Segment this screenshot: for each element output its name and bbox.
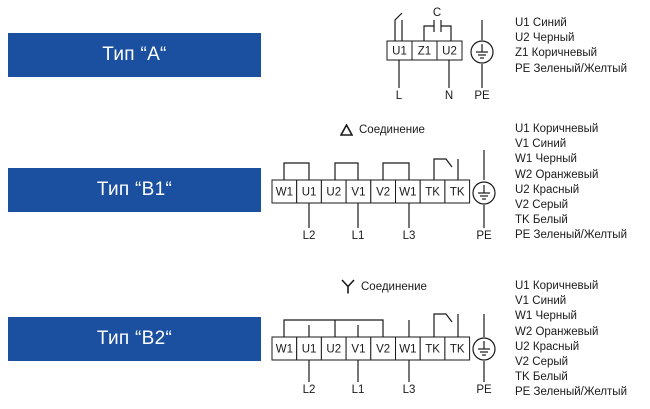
wire-legend-item: V2 Серый [515, 199, 569, 212]
jumper-v2-w1 [382, 162, 410, 180]
wire-legend-item: U2 Красный [515, 340, 580, 353]
star-symbol-icon [341, 279, 355, 294]
wire-legend-b1: U1 Коричневый V1 Синий W1 Черный W2 Оранжев… [515, 122, 627, 244]
terminal-label: U1 [302, 344, 317, 356]
capacitor-symbol [423, 20, 452, 42]
lead-label-l: L [396, 90, 403, 102]
terminal-label: U1 [392, 46, 407, 58]
capacitor-label: C [433, 7, 441, 19]
wire-legend-item: U1 Коричневый [515, 280, 599, 292]
terminal: U2 [320, 336, 347, 361]
terminal: U1 [386, 40, 413, 61]
terminal-label: TK [450, 187, 465, 199]
wire-legend-item: Z1 Коричневый [515, 47, 598, 60]
terminal: W1 [395, 179, 421, 204]
wire-legend-item: V1 Синий [515, 295, 567, 308]
terminal: W1 [271, 179, 298, 204]
terminal: W1 [271, 336, 298, 361]
wire-legend-item: U2 Черный [515, 32, 575, 45]
terminal: TK [419, 179, 446, 204]
lead-label-l2: L2 [303, 384, 316, 396]
thermal-contact-symbol [433, 158, 459, 180]
terminal-label: V2 [376, 187, 390, 199]
terminal: U2 [436, 40, 463, 61]
terminal-label: V2 [376, 344, 390, 356]
jumper-w1-u1 [283, 162, 310, 180]
diagram-a: C U1 Z1 U2 L N PE [386, 7, 494, 102]
star-connection-label: Соединение [361, 280, 427, 293]
wire-legend-item: PE Зеленый/Желтый [515, 62, 627, 75]
switch-symbol [394, 12, 403, 42]
diagram-b2: W1 U1 U2 V1 V2 W1 TK TK L2 L1 L3 PE [271, 313, 496, 396]
delta-connection-label: Соединение [359, 124, 425, 136]
terminal: TK [444, 336, 471, 361]
terminal-label: Z1 [418, 46, 431, 58]
lead-label-pe: PE [476, 384, 492, 396]
terminal: U2 [320, 179, 347, 204]
terminal-label: W1 [399, 187, 416, 199]
wire-legend-a: U1 Синий U2 Черный Z1 Коричневый PE Зеленый… [515, 16, 627, 77]
terminal-label: V1 [351, 344, 365, 356]
wire-legend-item: V2 Серый [515, 356, 569, 369]
wire-legend-item: W2 Оранжевый [515, 325, 599, 338]
wire-legend-item: TK Белый [515, 214, 568, 227]
ground-icon [472, 181, 496, 205]
terminal-label: U2 [326, 344, 341, 356]
star-bridge [283, 319, 384, 337]
terminal-label: W1 [276, 187, 293, 199]
terminal-label: TK [425, 344, 440, 356]
terminal-label: TK [425, 187, 440, 199]
terminal: V1 [345, 179, 372, 204]
lead-label-l3: L3 [403, 230, 416, 242]
wire-legend-item: PE Зеленый/Желтый [515, 386, 627, 399]
wire-legend-item: TK Белый [515, 371, 568, 384]
lead-label-l3: L3 [403, 384, 416, 396]
terminal: V2 [370, 336, 396, 361]
terminal-label: TK [450, 344, 465, 356]
wire-legend-b2: U1 Коричневый V1 Синий W1 Черный W2 Оранжев… [515, 279, 627, 401]
wire-legend-item: U1 Коричневый [515, 123, 599, 135]
lead-label-pe: PE [474, 90, 490, 102]
delta-connection-title: Соединение [340, 124, 425, 136]
wire-legend-item: PE Зеленый/Желтый [515, 229, 627, 242]
terminal: TK [444, 179, 471, 204]
terminal-label: W1 [276, 344, 293, 356]
type-b1-badge: Тип “B1“ [8, 168, 261, 212]
lead-label-l1: L1 [352, 230, 365, 242]
wire-legend-item: W1 Черный [515, 310, 577, 323]
diagram-b1: W1 U1 U2 V1 V2 W1 TK TK L2 L1 L3 PE [271, 150, 496, 242]
thermal-contact-symbol [433, 313, 459, 337]
terminal-label: U1 [302, 187, 317, 199]
lead-label-n: N [445, 90, 453, 102]
terminal: Z1 [411, 40, 438, 61]
ground-icon [472, 337, 496, 361]
terminal: V2 [370, 179, 396, 204]
wire-legend-item: V1 Синий [515, 138, 567, 151]
terminal-label: V1 [351, 187, 365, 199]
wire-legend-item: U2 Красный [515, 183, 580, 196]
wire-legend-item: W1 Черный [515, 153, 577, 166]
delta-symbol-icon [340, 124, 353, 136]
star-connection-title: Соединение [341, 279, 427, 294]
lead-label-pe: PE [476, 230, 492, 242]
type-a-badge: Тип “A“ [8, 33, 261, 77]
terminal: U1 [296, 179, 322, 204]
terminal-label: U2 [326, 187, 341, 199]
jumper-u2-v1 [334, 162, 359, 180]
terminal: TK [419, 336, 446, 361]
lead-label-l1: L1 [352, 384, 365, 396]
ground-icon [470, 40, 494, 64]
terminal: U1 [296, 336, 322, 361]
wire-legend-item: W2 Оранжевый [515, 168, 599, 181]
lead-label-l2: L2 [303, 230, 316, 242]
terminal: V1 [345, 336, 372, 361]
terminal-label: U2 [442, 46, 457, 58]
terminal: W1 [395, 336, 421, 361]
terminal-label: W1 [399, 344, 416, 356]
type-b2-badge: Тип “B2“ [8, 317, 261, 361]
wire-legend-item: U1 Синий [515, 17, 567, 29]
